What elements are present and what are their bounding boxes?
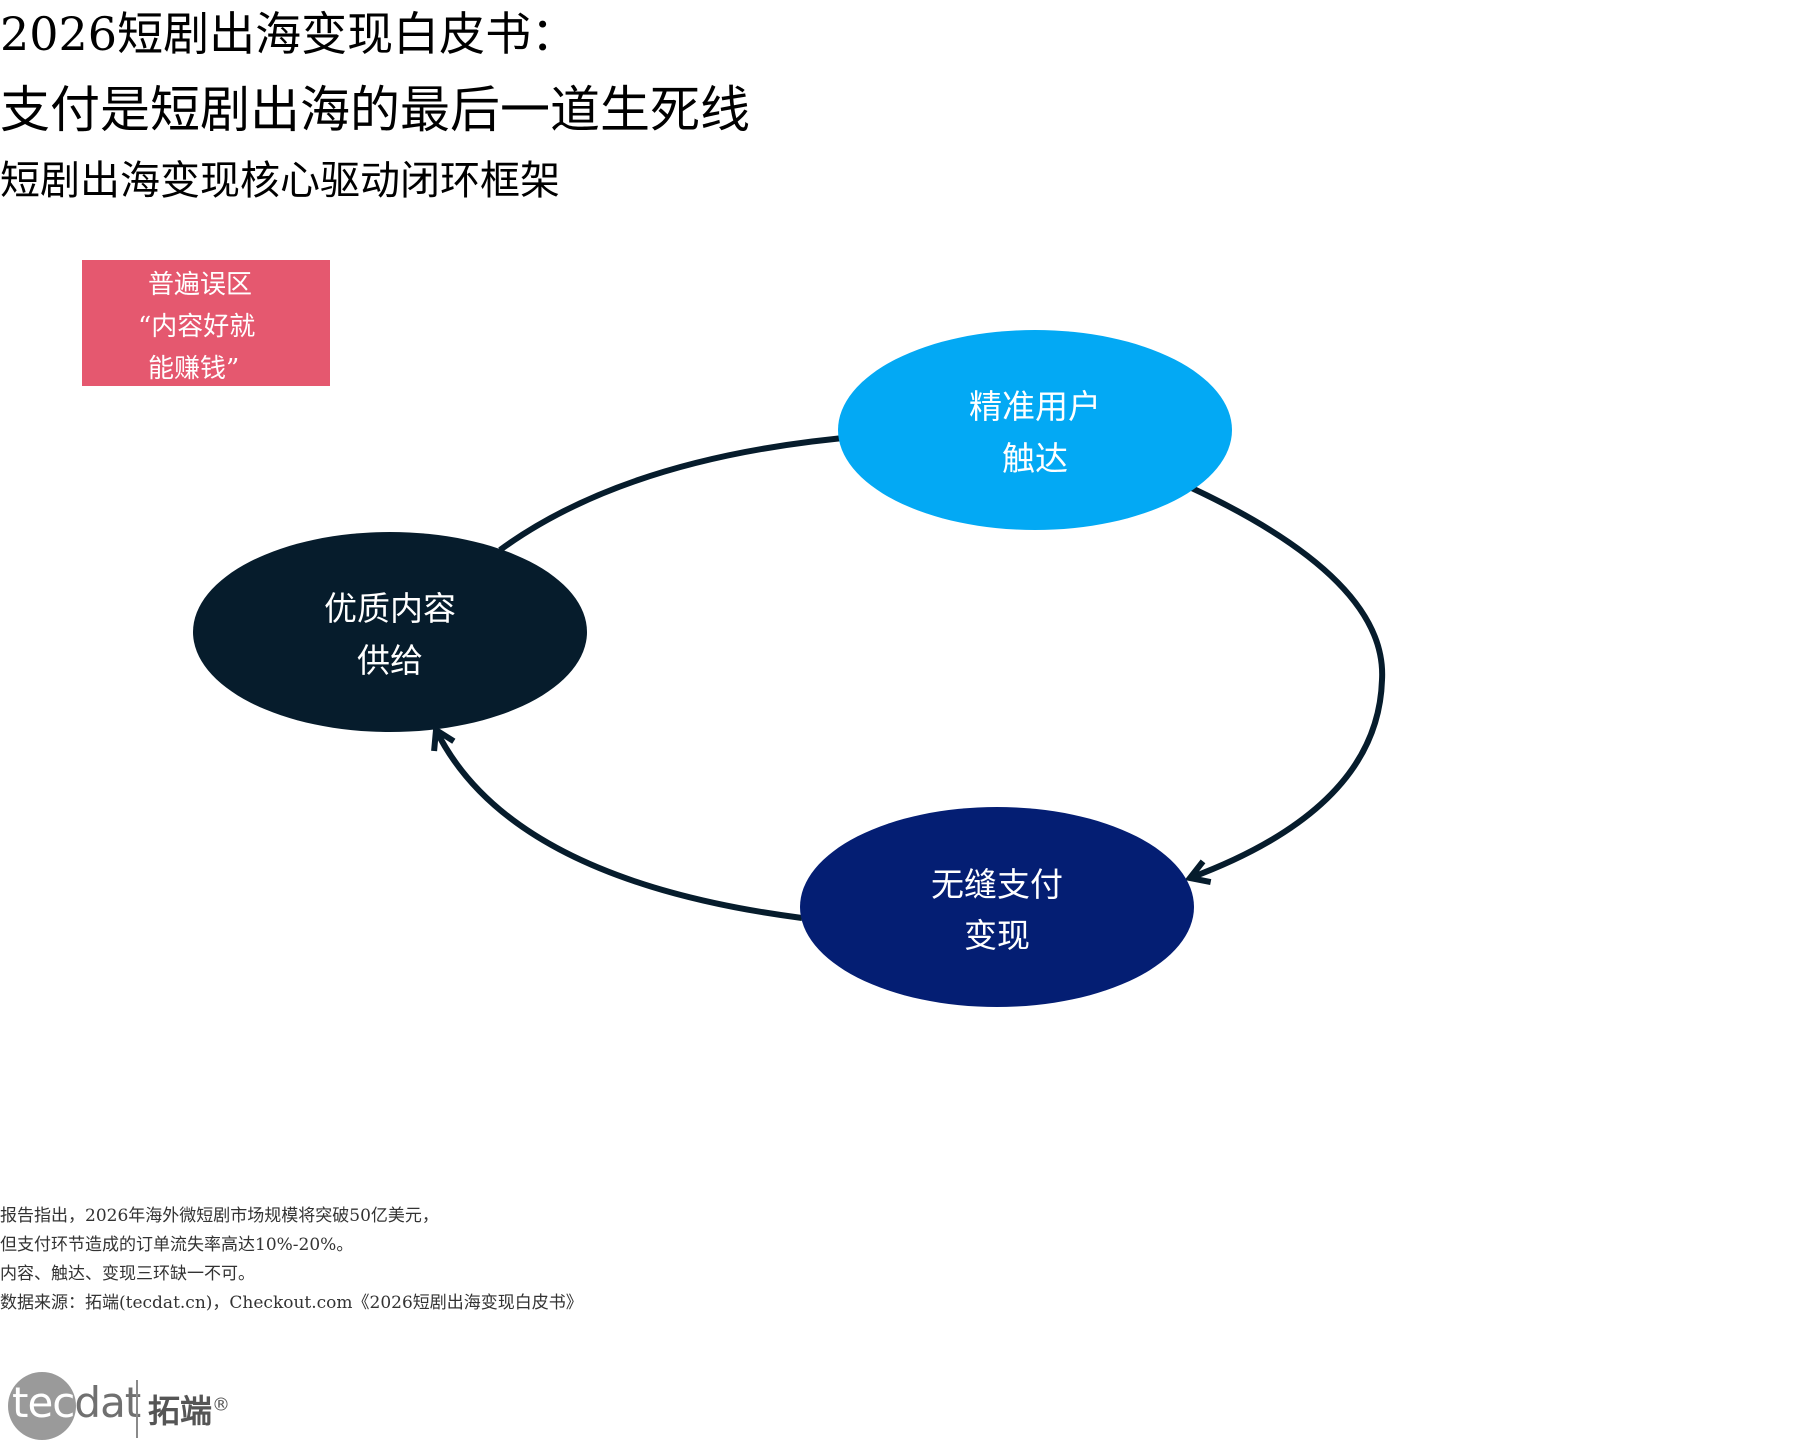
arrow-payment-to-content [431, 724, 803, 921]
node-reach-label-1: 精准用户 [969, 387, 1101, 426]
node-reach-label-2: 触达 [1002, 439, 1068, 478]
node-payment-label-1: 无缝支付 [931, 865, 1063, 904]
subtitle: 短剧出海变现核心驱动闭环框架 [0, 158, 560, 204]
node-payment-label-2: 变现 [964, 916, 1030, 955]
node-content-label-1: 优质内容 [324, 589, 456, 628]
node-payment-ellipse [800, 807, 1194, 1007]
node-content-ellipse [193, 532, 587, 732]
cycle-diagram: 精准用户 触达 无缝支付 变现 优质内容 供给 [193, 330, 1386, 1007]
logo-chinese-text: 拓端 [148, 1392, 213, 1430]
callout-line-2: “内容好就 [138, 312, 256, 342]
title-line-2: 支付是短剧出海的最后一道生死线 [0, 81, 750, 139]
logo-circle-mark [8, 1372, 76, 1440]
node-reach-ellipse [838, 330, 1232, 530]
footnote-line-2: 但支付环节造成的订单流失率高达10%-20%。 [0, 1235, 354, 1255]
footnote-line-1: 报告指出，2026年海外微短剧市场规模将突破50亿美元， [0, 1206, 439, 1226]
registered-mark: ® [212, 1394, 231, 1416]
footnote: 报告指出，2026年海外微短剧市场规模将突破50亿美元， 但支付环节造成的订单流… [0, 1202, 583, 1318]
logo-word-tec: tec [12, 1378, 75, 1427]
arrow-content-to-reach [498, 423, 872, 553]
footnote-source: 数据来源：拓端(tecdat.cn)，Checkout.com《2026短剧出海… [0, 1293, 583, 1313]
title-line-1: 2026短剧出海变现白皮书： [0, 7, 578, 61]
logo-word-dat: dat [74, 1378, 141, 1427]
node-payment: 无缝支付 变现 [800, 807, 1194, 1007]
callout-line-3: 能赚钱” [148, 354, 240, 384]
node-content: 优质内容 供给 [193, 532, 587, 732]
logo-chinese-name: 拓端® [148, 1386, 230, 1432]
node-reach: 精准用户 触达 [838, 330, 1232, 530]
callout-line-1: 普遍误区 [148, 270, 253, 300]
logo-divider [136, 1380, 138, 1438]
footnote-line-3: 内容、触达、变现三环缺一不可。 [0, 1264, 255, 1284]
node-content-label-2: 供给 [357, 641, 423, 680]
logo-wordmark: tecdat [12, 1378, 141, 1427]
arrow-reach-to-payment [1170, 476, 1386, 885]
misconception-callout: 普遍误区 “内容好就 能赚钱” [82, 260, 330, 386]
